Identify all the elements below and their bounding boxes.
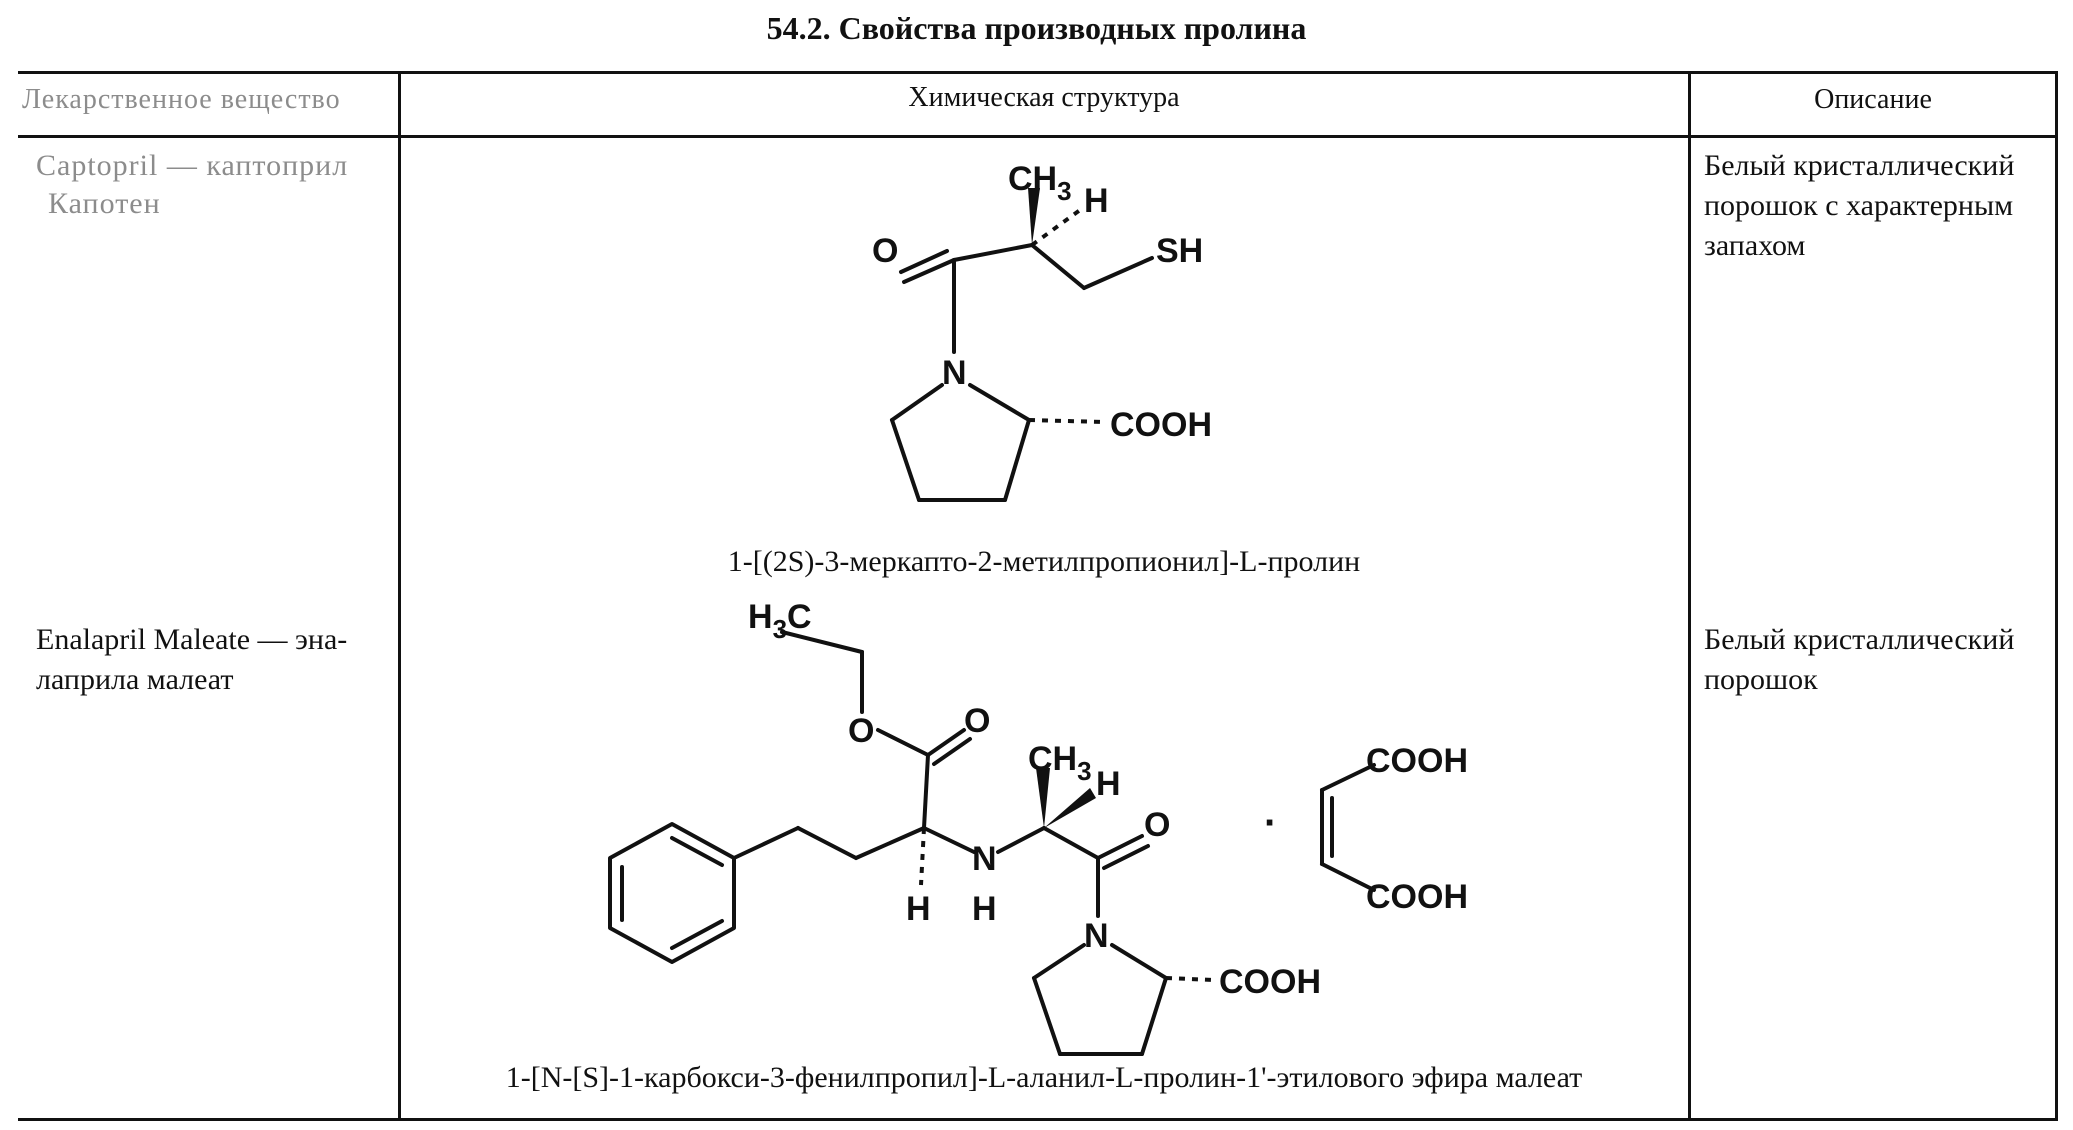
captopril-atom-h: H: [1084, 182, 1109, 220]
enalapril-atom-h-under-n: H: [972, 890, 997, 928]
captopril-description-line1: Белый кристаллический: [1704, 149, 2015, 182]
header-bottom-border: [18, 135, 2058, 138]
column-divider-2: [1688, 71, 1691, 1121]
captopril-atom-cooh: COOH: [1110, 406, 1212, 444]
enalapril-atom-cooh-ring: COOH: [1219, 963, 1321, 1001]
enalapril-name-line2: лаприла малеат: [36, 663, 234, 696]
enalapril-atom-ch3: CH3: [1028, 740, 1092, 786]
captopril-description-line2: порошок с характерным: [1704, 189, 2014, 222]
enalapril-description-line2: порошок: [1704, 663, 1818, 696]
enalapril-name-line1: Enalapril Maleate — эна-: [36, 623, 348, 656]
column-divider-1: [398, 71, 401, 1121]
maleate-atom-cooh-bottom: COOH: [1366, 878, 1468, 916]
captopril-structure: CH3 H O SH N COOH: [872, 160, 1212, 502]
captopril-atom-n: N: [942, 354, 967, 392]
table-right-border: [2055, 71, 2058, 1121]
enalapril-atom-h3c: H3C: [748, 598, 812, 644]
captopril-atom-sh: SH: [1156, 232, 1203, 270]
salt-separator-dot: ·: [1264, 801, 1277, 845]
table-bottom-border: [18, 1118, 2058, 1121]
captopril-chemical-name: 1-[(2S)-3-меркапто-2-метилпропионил]-L-п…: [727, 545, 1361, 578]
enalapril-atom-n-ring: N: [1084, 917, 1109, 955]
enalapril-description-line1: Белый кристаллический: [1704, 623, 2015, 656]
table-top-border: [18, 71, 2058, 74]
enalapril-maleate-structure: H3C O O CH3 H O N H H N COOH · COOH COOH: [608, 598, 1468, 1056]
header-structure: Химическая структура: [908, 82, 1180, 113]
enalapril-chemical-name: 1-[N-[S]-1-карбокси-3-фенилпропил]-L-ала…: [505, 1061, 1583, 1094]
enalapril-atom-o-amide: O: [1144, 806, 1170, 844]
enalapril-atom-n-amine: N: [972, 840, 997, 878]
enalapril-atom-o-carbonyl: O: [964, 702, 990, 740]
captopril-description-line3: запахом: [1704, 229, 1806, 262]
enalapril-atom-o-ester: O: [848, 712, 874, 750]
captopril-atom-ch3: CH3: [1008, 160, 1072, 206]
enalapril-atom-h-under-c: H: [906, 890, 931, 928]
header-description: Описание: [1814, 84, 1932, 115]
captopril-atom-o: O: [872, 232, 898, 270]
maleate-atom-cooh-top: COOH: [1366, 742, 1468, 780]
captopril-trade-name: Капотен: [48, 187, 161, 220]
table-title: 54.2. Свойства производных пролина: [766, 10, 1307, 46]
captopril-name: Captopril — каптоприл: [36, 149, 349, 182]
enalapril-atom-h-alpha: H: [1096, 765, 1121, 803]
header-substance: Лекарственное вещество: [22, 84, 341, 115]
